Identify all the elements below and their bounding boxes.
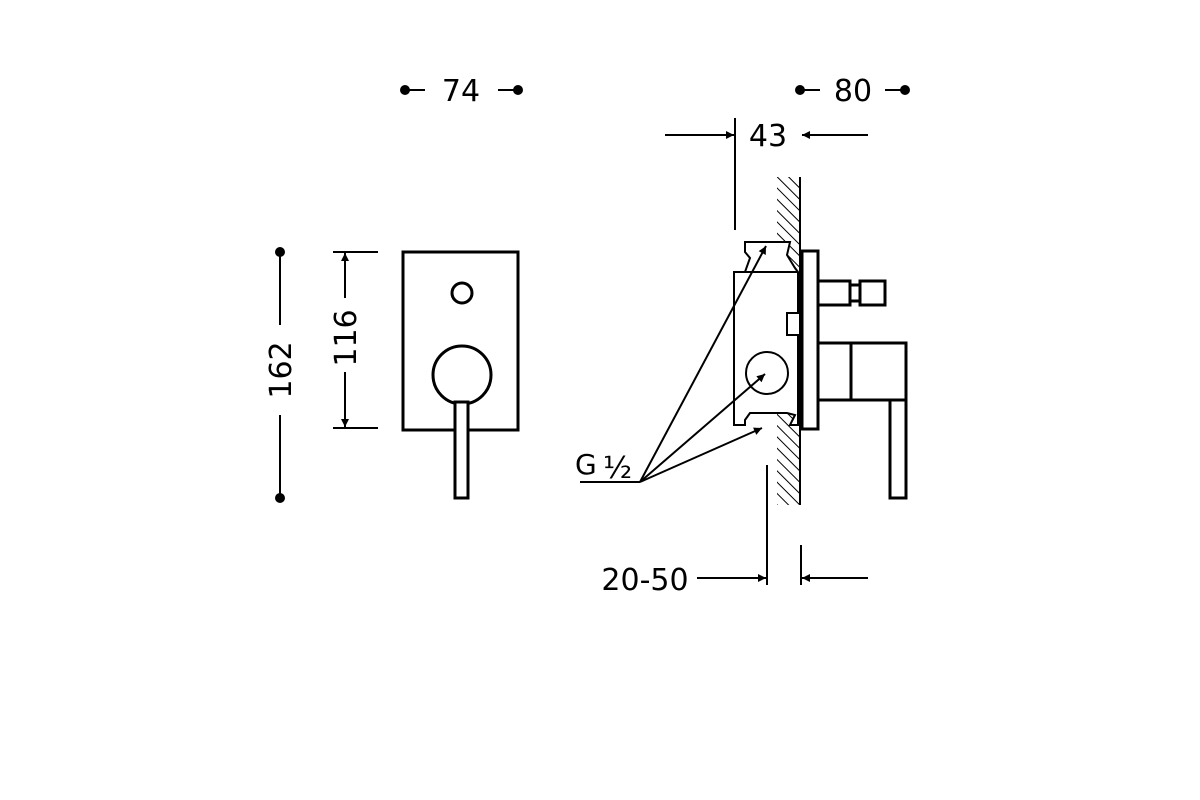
side-lever <box>888 398 908 500</box>
handle-body <box>849 341 908 402</box>
dimension-74-label: 74 <box>442 74 480 109</box>
inlet-port <box>745 351 789 395</box>
dimension-116-label: 116 <box>329 309 364 366</box>
diverter-cap <box>858 279 887 307</box>
connection-leaders <box>580 245 767 483</box>
dimension-43 <box>665 118 868 230</box>
dimension-116: 116 <box>329 251 378 429</box>
dimension-20-50 <box>697 465 868 585</box>
connection-label: G <box>575 448 597 481</box>
dimension-20-50-label: 20-50 <box>601 563 688 598</box>
dimension-43-label: 43 <box>749 119 787 154</box>
diverter-knob <box>450 281 474 305</box>
dimension-162: 162 <box>264 247 299 503</box>
dimension-162-label: 162 <box>264 341 299 398</box>
dimension-74: 74 <box>400 74 523 109</box>
handle-collar <box>816 341 853 402</box>
side-view: G ½ 43 20-50 <box>575 118 908 598</box>
dimension-80: 80 <box>795 74 910 109</box>
connection-fraction: ½ <box>603 451 632 486</box>
lever <box>453 400 470 500</box>
body-tab <box>786 312 801 336</box>
dimension-80-label: 80 <box>834 74 872 109</box>
side-plate <box>800 249 820 431</box>
front-view <box>401 250 520 500</box>
diverter-stem <box>816 279 852 307</box>
handle-base <box>431 344 493 406</box>
